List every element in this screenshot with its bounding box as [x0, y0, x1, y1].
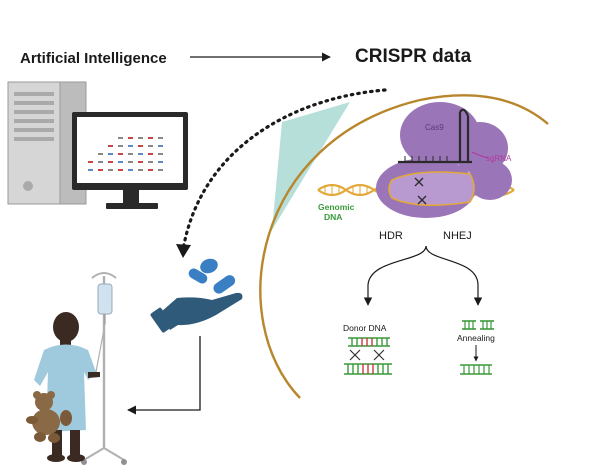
sgrna-label: sgRNA: [486, 154, 512, 163]
donor-dna-label: Donor DNA: [343, 323, 387, 333]
teal-wedge: [272, 102, 350, 230]
hdr-branch-arrow: [363, 245, 427, 306]
nhej-label: NHEJ: [443, 230, 472, 242]
cas9-label: Cas9: [425, 123, 444, 132]
iv-stand: [81, 272, 127, 465]
computer-icon: [7, 81, 188, 209]
hdr-label: HDR: [379, 230, 403, 242]
genomic-dna-label-line1: Genomic: [318, 202, 355, 212]
ai-label: Artificial Intelligence: [20, 50, 167, 67]
dotted-flow-arrowhead: [176, 244, 191, 258]
dotted-flow-arrow: [181, 88, 387, 252]
hand-to-patient-arrow: [127, 336, 201, 415]
medicine-hand-icon: [150, 258, 243, 333]
nhej-fragments: [462, 320, 494, 330]
teddy-bear-icon: [26, 391, 72, 443]
donor-dna-illustration: [344, 337, 392, 375]
genomic-dna-label-line2: DNA: [324, 212, 342, 222]
nhej-branch-arrow: [425, 245, 483, 306]
annealed-dna: [460, 364, 492, 375]
crispr-data-label: CRISPR data: [355, 46, 472, 67]
cas9-protein: [376, 102, 512, 218]
annealing-label: Annealing: [457, 333, 495, 343]
cell-membrane: [259, 94, 549, 399]
